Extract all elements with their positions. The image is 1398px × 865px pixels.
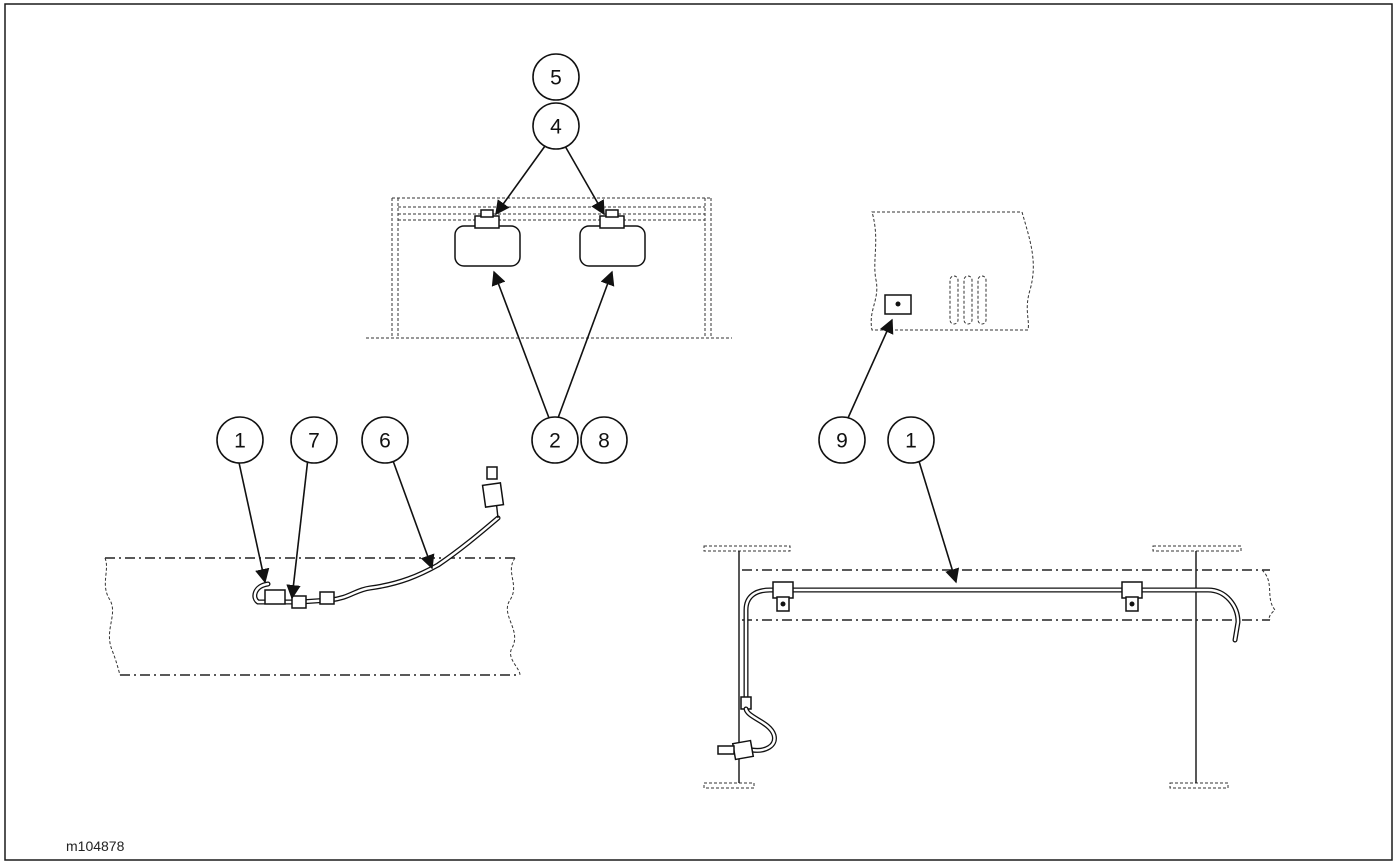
- leader-7: [286, 457, 309, 600]
- leader-1-left: [237, 457, 270, 584]
- callout-8: 8: [580, 416, 628, 464]
- leader-6: [391, 457, 435, 570]
- svg-text:8: 8: [598, 430, 610, 453]
- svg-text:7: 7: [308, 430, 320, 453]
- leader-1-right: [917, 457, 960, 584]
- svg-text:6: 6: [379, 430, 391, 453]
- sensor-module-right: [579, 209, 646, 267]
- callout-1-right: 1: [887, 416, 935, 464]
- callout-6: 6: [361, 416, 409, 464]
- svg-text:2: 2: [549, 430, 561, 453]
- figure-frame: [4, 3, 1393, 861]
- figure-reference: m104878: [66, 838, 125, 854]
- sensor-module-left: [454, 209, 521, 267]
- connector-socket: [884, 294, 912, 315]
- callout-5: 5: [532, 53, 580, 101]
- svg-text:5: 5: [550, 67, 562, 90]
- harness-right: [717, 581, 1241, 761]
- leader-9: [847, 318, 894, 419]
- leader-4-left: [495, 145, 546, 216]
- module-panel: [870, 211, 1034, 331]
- callout-9: 9: [818, 416, 866, 464]
- callout-4: 4: [532, 102, 580, 150]
- svg-text:9: 9: [836, 430, 848, 453]
- leader-2-left: [491, 270, 550, 419]
- svg-text:1: 1: [905, 430, 917, 453]
- leader-4-right: [564, 145, 605, 216]
- callout-1-left: 1: [216, 416, 264, 464]
- svg-text:4: 4: [550, 116, 562, 139]
- svg-text:1: 1: [234, 430, 246, 453]
- callout-7: 7: [290, 416, 338, 464]
- leader-2-right: [557, 270, 615, 419]
- callout-2: 2: [531, 416, 579, 464]
- seat-structure: [366, 197, 732, 339]
